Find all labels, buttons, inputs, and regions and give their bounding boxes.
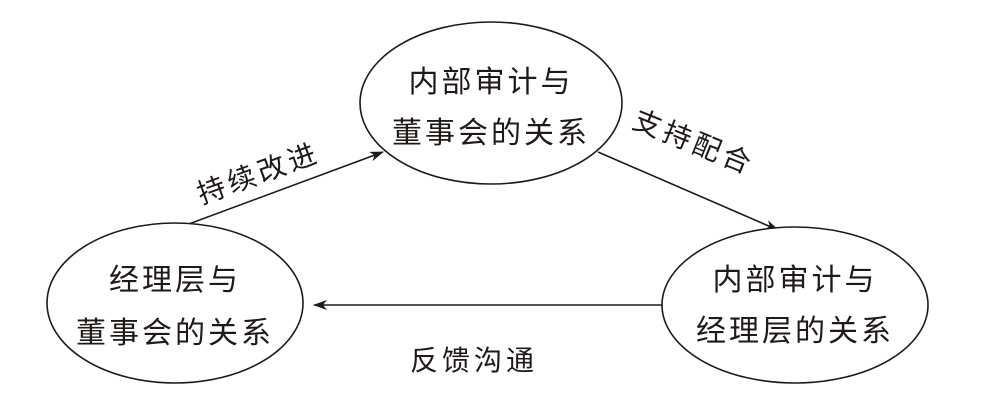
node-label-line2: 经理层的关系 bbox=[696, 314, 894, 349]
node-label-line2: 董事会的关系 bbox=[76, 316, 274, 351]
edge-left-to-top bbox=[177, 151, 384, 229]
node-ellipse bbox=[661, 226, 929, 384]
node-label-line1: 内部审计与 bbox=[713, 263, 878, 298]
node-ellipse bbox=[359, 21, 623, 185]
edge-label-left-to-top: 持续改进 bbox=[193, 136, 325, 211]
edge-label-right-to-left: 反馈沟通 bbox=[410, 344, 538, 377]
edge-top-to-right bbox=[597, 151, 779, 231]
node-label-line2: 董事会的关系 bbox=[392, 116, 590, 151]
node-management-board: 经理层与 董事会的关系 bbox=[46, 222, 304, 384]
node-internal-audit-board: 内部审计与 董事会的关系 bbox=[359, 21, 623, 185]
node-label-line1: 内部审计与 bbox=[409, 65, 574, 100]
node-ellipse bbox=[46, 222, 304, 384]
node-internal-audit-management: 内部审计与 经理层的关系 bbox=[661, 226, 929, 384]
edge-label-top-to-right: 支持配合 bbox=[628, 103, 759, 182]
node-label-line1: 经理层与 bbox=[109, 263, 241, 298]
